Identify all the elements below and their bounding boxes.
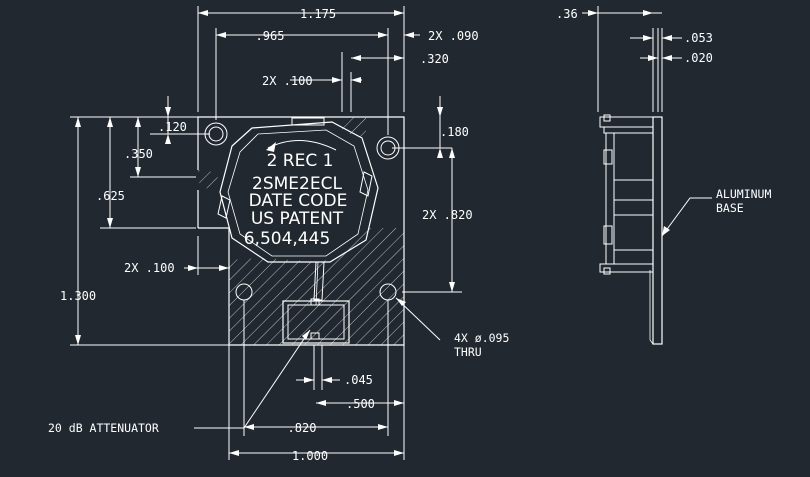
side-arrowheads — [588, 10, 672, 236]
dim-625: .625 — [96, 189, 125, 203]
dim-100-top: 2X .100 — [262, 74, 313, 88]
side-base-plate — [652, 116, 663, 345]
callout-holes: 4X ø.095 — [454, 331, 509, 345]
dim-820-height: 2X .820 — [422, 208, 473, 222]
dim-350: .350 — [124, 147, 153, 161]
base-hatch-notch-top — [342, 117, 366, 138]
callout-holes-thru: THRU — [454, 345, 482, 359]
callout-attenuator: 20 dB ATTENUATOR — [48, 421, 159, 435]
front-view: 2 REC 1 2SME2ECL DATE CODE US PATENT 6,5… — [197, 116, 405, 346]
dim-500: .500 — [346, 397, 375, 411]
device-text-line2: 2SME2ECL — [252, 174, 342, 194]
dim-side-053: .053 — [684, 31, 713, 45]
dim-1300: 1.300 — [60, 289, 96, 303]
callout-base: BASE — [716, 201, 744, 215]
device-text-line5: 6,504,445 — [244, 229, 331, 249]
dim-1000: 1.000 — [292, 449, 328, 463]
callout-aluminum: ALUMINUM — [716, 187, 771, 201]
device-text-line3: DATE CODE — [249, 191, 348, 211]
dim-320: .320 — [420, 52, 449, 66]
dim-090: 2X .090 — [428, 29, 479, 43]
base-hatch-notch-left — [198, 170, 222, 190]
dim-1175: 1.175 — [300, 7, 336, 21]
dim-820-width: .820 — [288, 421, 317, 435]
arrowheads — [75, 10, 455, 456]
body-outline — [197, 116, 405, 346]
dim-side-020: .020 — [684, 51, 713, 65]
dim-965: .965 — [256, 29, 285, 43]
device-text-line1: 2 REC 1 — [267, 151, 334, 171]
dim-side-36: .36 — [556, 7, 578, 21]
dim-045: .045 — [344, 373, 373, 387]
side-view — [582, 6, 712, 345]
dim-120: .120 — [158, 120, 187, 134]
dim-100-left: 2X .100 — [124, 261, 175, 275]
device-text-line4: US PATENT — [251, 209, 344, 229]
dim-180: .180 — [440, 125, 469, 139]
circulator-housing — [219, 121, 379, 263]
